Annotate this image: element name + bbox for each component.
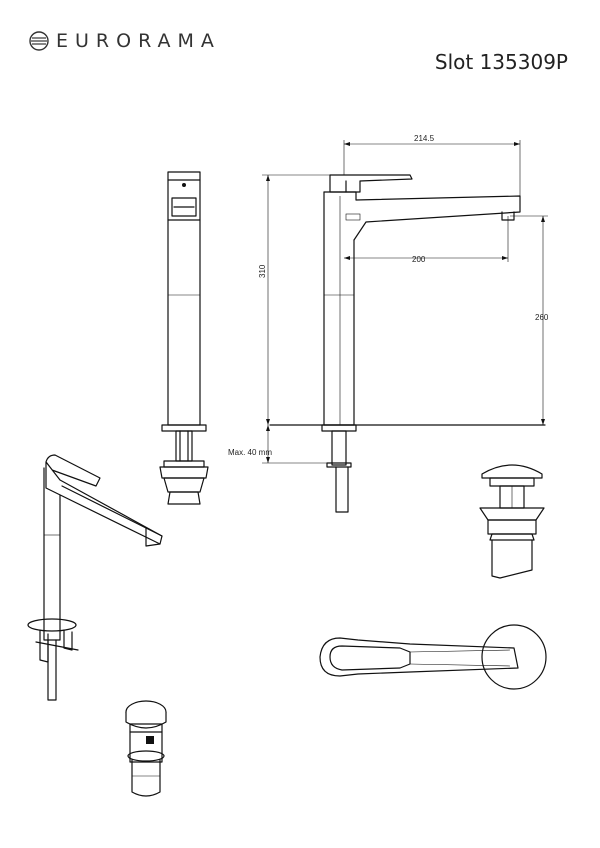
product-title: Slot 135309P bbox=[434, 50, 568, 74]
isometric-pop-up-waste bbox=[125, 700, 167, 797]
brand-name: EURORAMA bbox=[56, 30, 221, 52]
top-view-faucet bbox=[319, 624, 547, 690]
pop-up-waste-side bbox=[479, 464, 545, 579]
isometric-faucet bbox=[27, 454, 163, 701]
brand-header: EURORAMA bbox=[28, 30, 221, 52]
dim-spout-reach: 214.5 bbox=[414, 134, 435, 143]
dim-height-total: 310 bbox=[258, 264, 267, 278]
side-view-faucet bbox=[269, 174, 546, 513]
dim-outlet-reach: 200 bbox=[412, 255, 426, 264]
front-view-faucet bbox=[159, 171, 209, 505]
dim-spout-height: 260 bbox=[535, 313, 549, 322]
dim-max-thickness: Max. 40 mm bbox=[228, 448, 272, 457]
dimension-lines bbox=[262, 140, 548, 464]
eurorama-logo-icon bbox=[29, 31, 49, 51]
